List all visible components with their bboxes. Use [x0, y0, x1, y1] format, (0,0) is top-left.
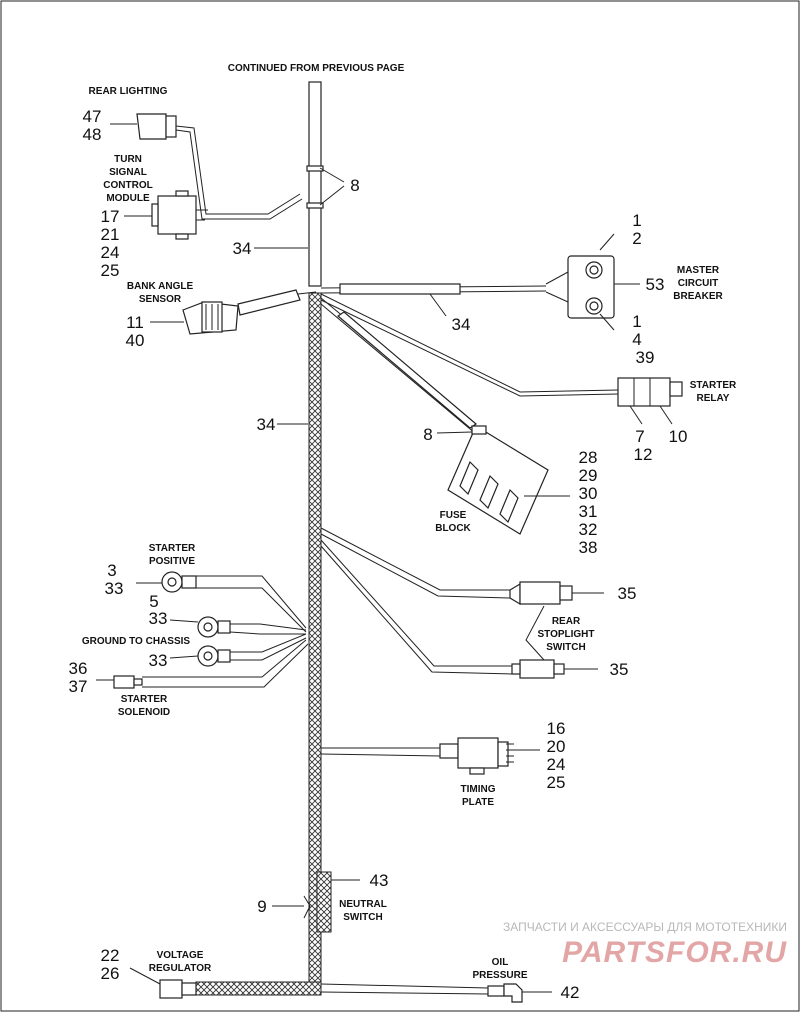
label-oil-pressure-1: OIL: [492, 957, 509, 968]
callout-22: 22: [101, 946, 120, 965]
callout-24-timing: 24: [547, 755, 566, 774]
label-rear-stoplight-3: SWITCH: [546, 642, 585, 653]
callout-42: 42: [561, 983, 580, 1002]
callout-47: 47: [83, 107, 102, 126]
callout-32: 32: [579, 520, 598, 539]
label-neutral-switch-1: NEUTRAL: [339, 899, 387, 910]
callout-34-trunk: 34: [257, 415, 276, 434]
callout-34-branch: 34: [452, 315, 471, 334]
main-harness-top: [306, 81, 324, 287]
label-master-cb-1: MASTER: [677, 265, 720, 276]
callout-9: 9: [257, 897, 266, 916]
label-turn-signal-2: SIGNAL: [109, 167, 147, 178]
callout-43: 43: [370, 871, 389, 890]
label-timing-plate-1: TIMING: [461, 784, 496, 795]
callout-30: 30: [579, 484, 598, 503]
label-neutral-switch-2: SWITCH: [343, 912, 382, 923]
oil-pressure-switch: [320, 983, 523, 1003]
label-master-cb-3: BREAKER: [673, 291, 723, 302]
neutral-switch: [303, 895, 311, 919]
label-starter-positive-2: POSITIVE: [149, 556, 195, 567]
callout-36: 36: [69, 659, 88, 678]
callout-38: 38: [579, 538, 598, 557]
callout-48: 48: [83, 125, 102, 144]
callout-33-positive: 33: [105, 579, 124, 598]
callout-35-a: 35: [618, 584, 637, 603]
callout-3: 3: [107, 561, 116, 580]
callout-2: 2: [632, 229, 641, 248]
label-starter-relay-2: RELAY: [697, 393, 730, 404]
continued-header: CONTINUED FROM PREVIOUS PAGE: [228, 63, 405, 74]
starter-solenoid-connector: [113, 639, 309, 689]
label-oil-pressure-2: PRESSURE: [472, 970, 527, 981]
callout-1-top: 1: [632, 211, 641, 230]
watermark-tagline: ЗАПЧАСТИ И АКСЕССУАРЫ ДЛЯ МОТОТЕХНИКИ: [503, 920, 787, 934]
callout-21: 21: [101, 225, 120, 244]
label-bank-angle-1: BANK ANGLE: [127, 281, 194, 292]
callout-33-ground-a: 33: [149, 609, 168, 628]
callout-35-b: 35: [610, 660, 629, 679]
label-bank-angle-2: SENSOR: [139, 294, 182, 305]
starter-positive-terminal: [161, 571, 307, 633]
callout-28: 28: [579, 448, 598, 467]
callout-25-timing: 25: [547, 773, 566, 792]
callout-20: 20: [547, 737, 566, 756]
callout-12: 12: [634, 445, 653, 464]
callout-5: 5: [149, 592, 158, 611]
callout-26: 26: [101, 964, 120, 983]
ground-to-chassis-terminals: [197, 616, 307, 667]
voltage-regulator-connector: [159, 979, 197, 999]
callout-53: 53: [646, 275, 665, 294]
rear-stoplight-switch: [320, 527, 573, 679]
label-turn-signal-3: CONTROL: [103, 180, 152, 191]
starter-relay: [320, 293, 683, 407]
callout-4: 4: [632, 330, 641, 349]
callout-29: 29: [579, 466, 598, 485]
master-circuit-breaker: [320, 255, 615, 319]
callout-17: 17: [101, 207, 120, 226]
callout-1-bottom: 1: [632, 312, 641, 331]
neutral-switch-body: [316, 871, 332, 933]
callout-16: 16: [547, 719, 566, 738]
callout-11: 11: [126, 313, 144, 332]
callout-39: 39: [636, 348, 655, 367]
label-fuse-block-1: FUSE: [440, 510, 467, 521]
turn-signal-module: [151, 190, 208, 240]
label-turn-signal-1: TURN: [114, 154, 142, 165]
label-starter-solenoid-2: SOLENOID: [118, 707, 170, 718]
callout-33-ground-b: 33: [149, 651, 168, 670]
callout-34-top: 34: [233, 239, 252, 258]
watermark-logo: PARTSFOR.RU: [562, 936, 787, 969]
label-voltage-reg-2: REGULATOR: [149, 963, 212, 974]
label-turn-signal-4: MODULE: [106, 193, 150, 204]
callout-25: 25: [101, 261, 120, 280]
callout-37: 37: [69, 677, 88, 696]
label-rear-stoplight-2: STOPLIGHT: [537, 629, 594, 640]
callout-10: 10: [669, 427, 688, 446]
label-starter-relay-1: STARTER: [690, 380, 737, 391]
callout-24: 24: [101, 243, 120, 262]
label-voltage-reg-1: VOLTAGE: [157, 950, 204, 961]
callout-8-top: 8: [350, 176, 359, 195]
rear-lighting-connector: [136, 113, 303, 220]
label-fuse-block-2: BLOCK: [435, 523, 471, 534]
timing-plate-connector: [320, 737, 514, 775]
label-starter-positive-1: STARTER: [149, 543, 196, 554]
callout-40: 40: [126, 331, 145, 350]
label-timing-plate-2: PLATE: [462, 797, 494, 808]
callout-8-fuse: 8: [423, 425, 432, 444]
label-starter-solenoid-1: STARTER: [121, 694, 168, 705]
callout-31: 31: [579, 502, 598, 521]
label-master-cb-2: CIRCUIT: [678, 278, 719, 289]
fuse-block: [320, 297, 549, 535]
bank-angle-sensor: [182, 289, 317, 335]
label-ground-chassis: GROUND TO CHASSIS: [82, 636, 190, 647]
main-harness-braided: [195, 292, 332, 996]
label-rear-stoplight-1: REAR: [552, 616, 581, 627]
label-rear-lighting: REAR LIGHTING: [89, 86, 168, 97]
callout-7: 7: [635, 427, 644, 446]
